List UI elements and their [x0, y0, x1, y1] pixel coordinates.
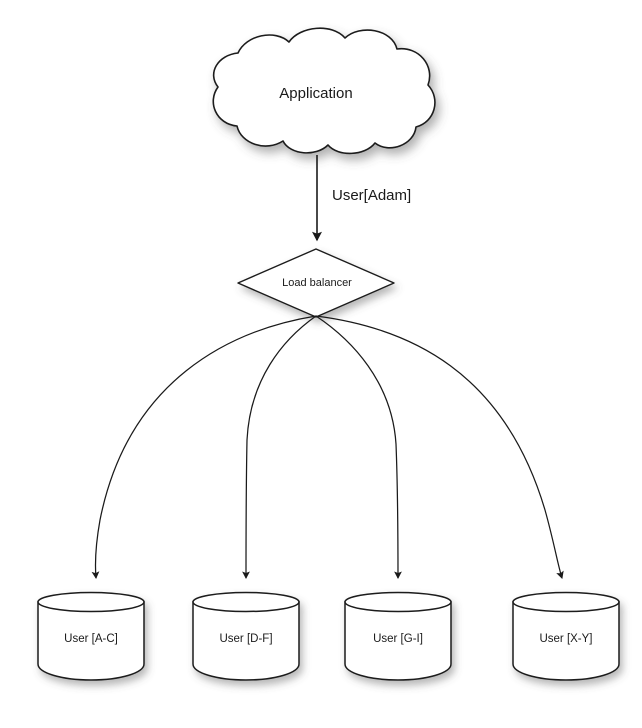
balancer-to-db-1-arrow: [91, 315, 317, 580]
node-database-2[interactable]: User [D-F]: [192, 591, 300, 681]
cylinder-2-body: [192, 601, 300, 681]
database-2-label: User [D-F]: [219, 633, 272, 645]
balancer-to-db-2-arrow: [242, 315, 317, 580]
balancer-to-db-4-arrow: [315, 315, 564, 579]
balancer-to-db-3-arrow: [315, 315, 402, 580]
edges-balancer-to-databases: [91, 315, 564, 580]
node-database-1[interactable]: User [A-C]: [37, 591, 145, 681]
cylinder-2-top: [192, 591, 300, 613]
edge-application-to-balancer: User[Adam]: [312, 155, 411, 242]
node-application-cloud[interactable]: Application: [212, 27, 436, 155]
database-4-label: User [X-Y]: [539, 633, 592, 645]
cylinder-4-body: [512, 601, 620, 681]
edge-label-user-adam: User[Adam]: [332, 187, 411, 204]
cloud-label: Application: [279, 85, 352, 102]
cylinder-1-top: [37, 591, 145, 613]
cylinder-4-top: [512, 591, 620, 613]
cloud-shape: [212, 27, 436, 155]
load-balancer-label: Load balancer: [282, 277, 352, 289]
node-database-3[interactable]: User [G-I]: [344, 591, 452, 681]
node-load-balancer[interactable]: Load balancer: [237, 248, 395, 318]
diamond-shape: [237, 248, 395, 318]
cylinder-3-body: [344, 601, 452, 681]
cylinder-3-top: [344, 591, 452, 613]
cylinder-1-body: [37, 601, 145, 681]
node-database-4[interactable]: User [X-Y]: [512, 591, 620, 681]
database-1-label: User [A-C]: [64, 633, 118, 645]
database-3-label: User [G-I]: [373, 633, 423, 645]
